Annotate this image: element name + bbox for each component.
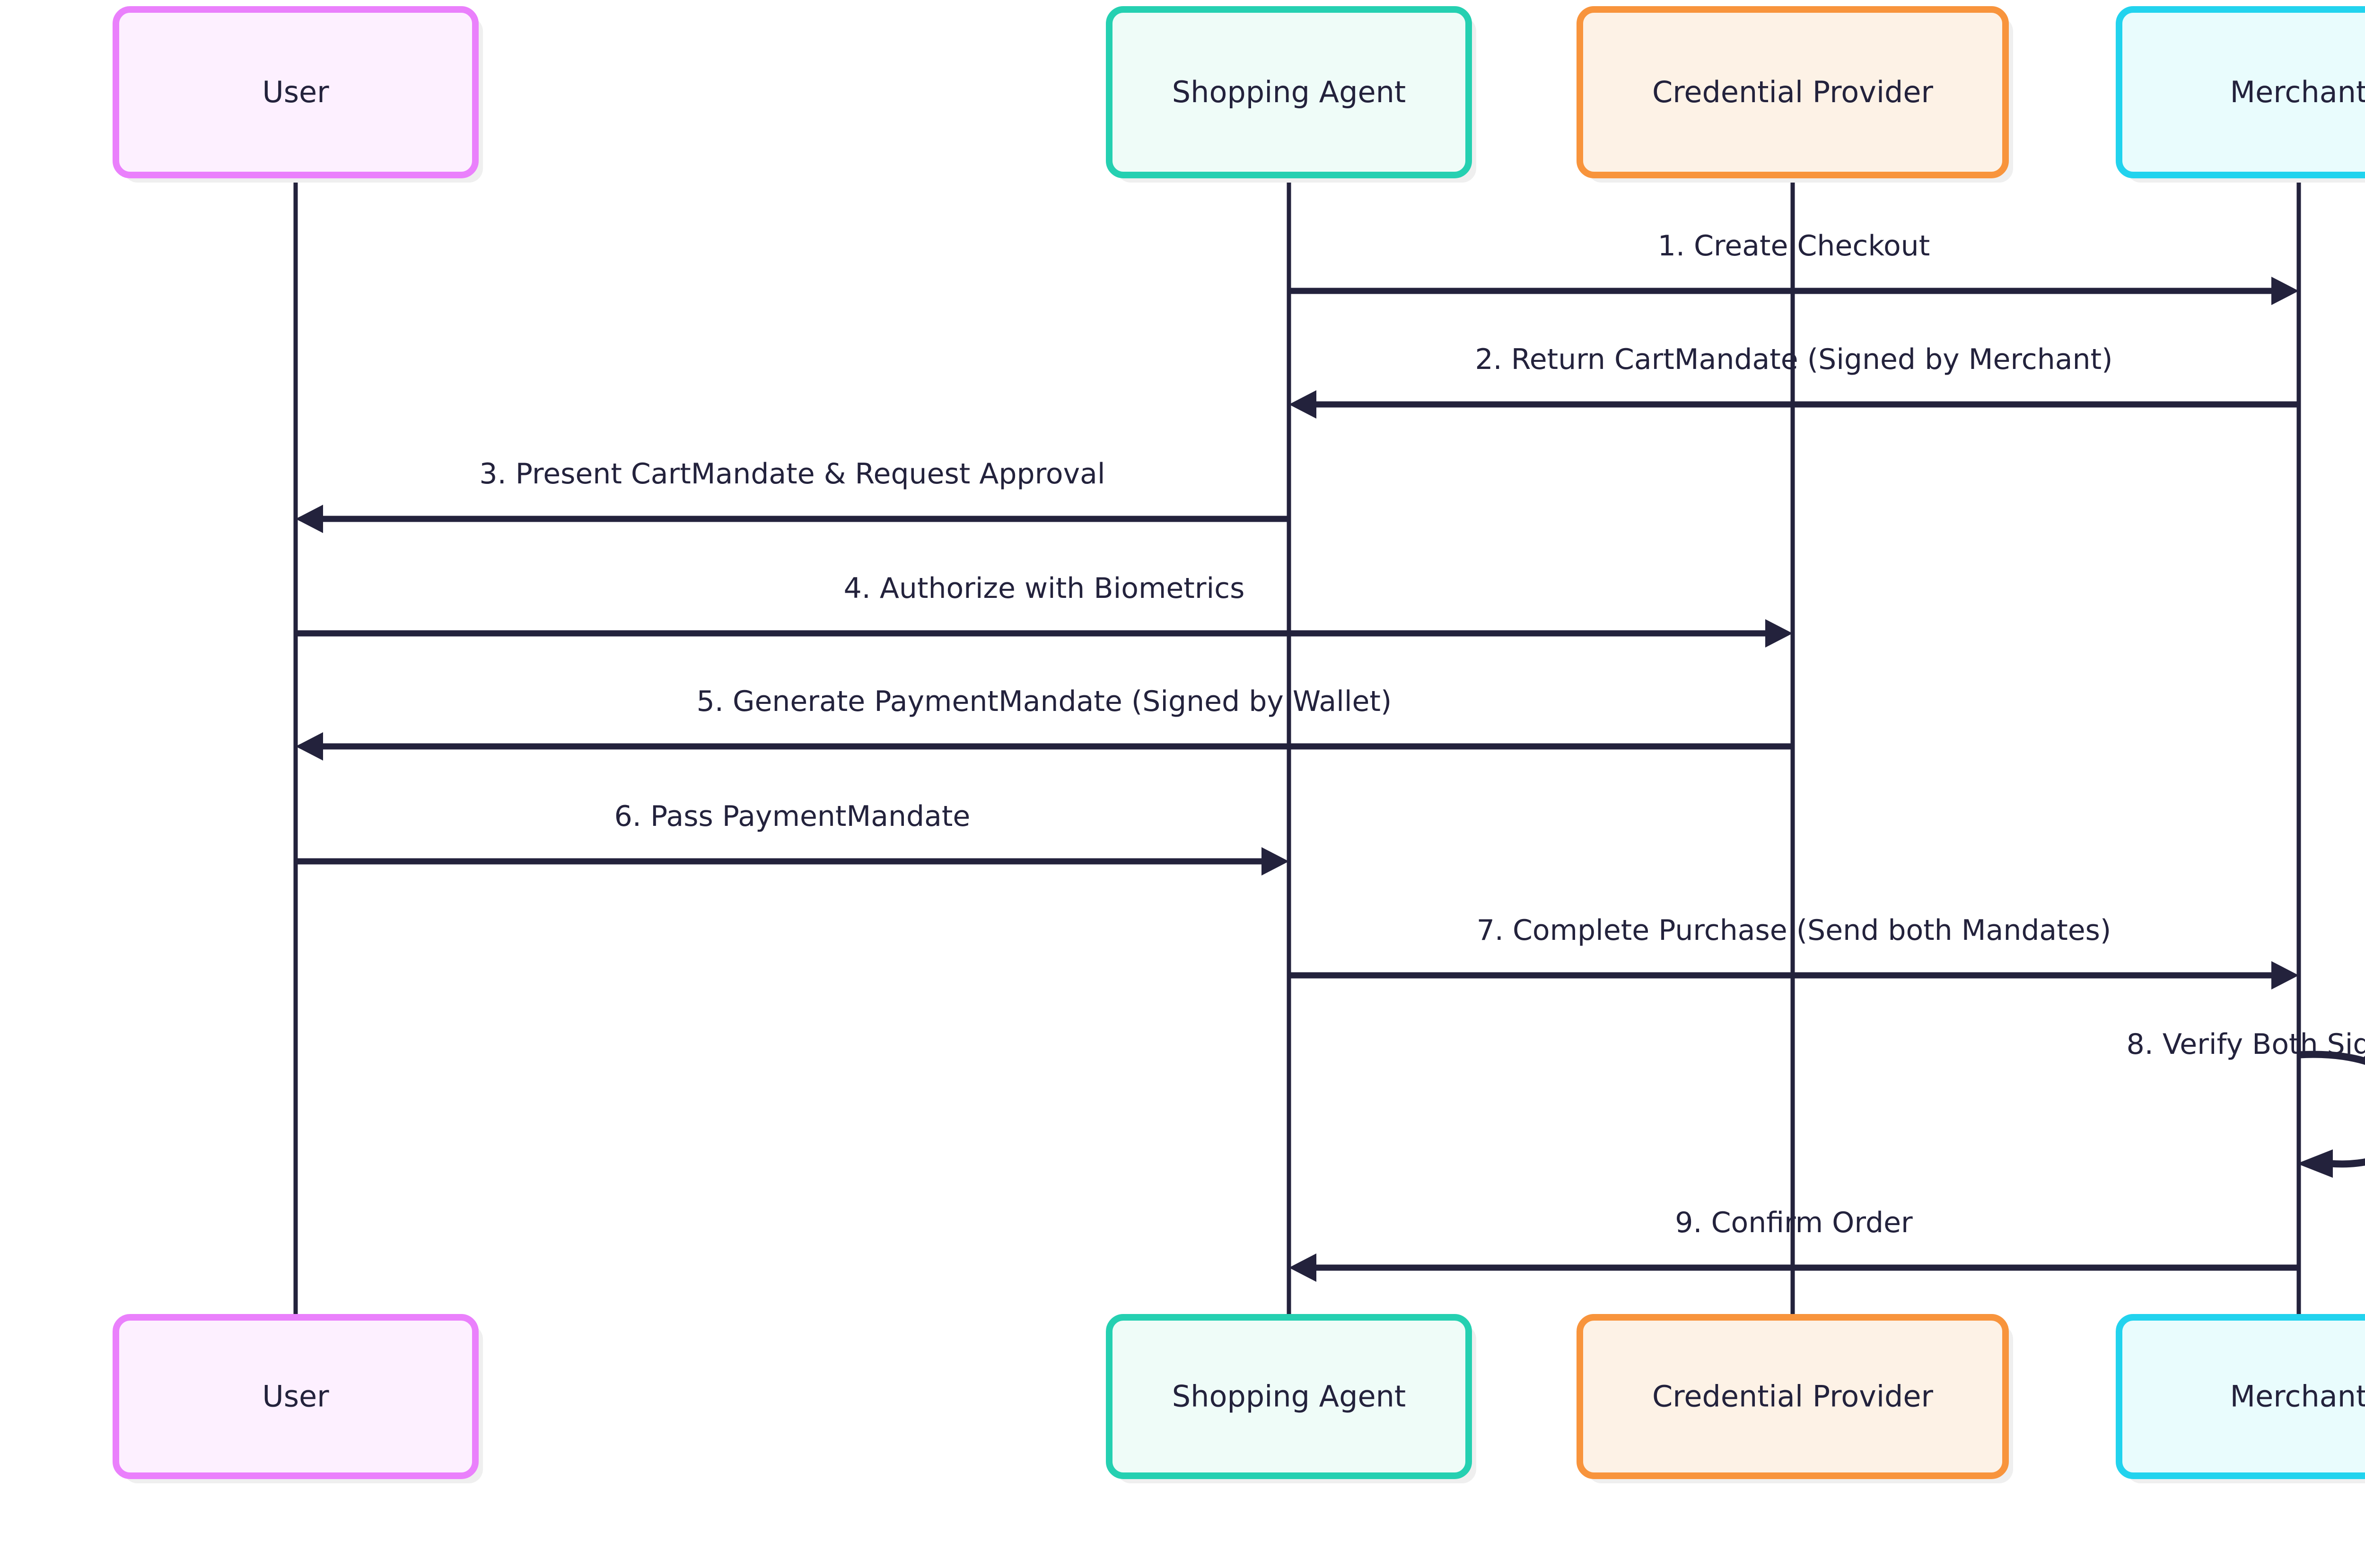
bottom-actor-boxes-layer: User Shopping Agent Credential Provider Mer…	[113, 1314, 2365, 1483]
arrow-head	[296, 505, 323, 533]
message-8[interactable]: 8. Verify Both Signatures	[2127, 1028, 2365, 1178]
message-label: 9. Confirm Order	[1675, 1206, 1913, 1239]
actor-label-credential_provider: Credential Provider	[1652, 1379, 1934, 1414]
actor-box-rect	[1106, 1314, 1472, 1479]
actor-label-shopping_agent: Shopping Agent	[1172, 1379, 1406, 1414]
messages-layer: 1. Create Checkout 2. Return CartMandate …	[296, 229, 2365, 1282]
actor-box-rect	[1106, 6, 1472, 178]
message-1[interactable]: 1. Create Checkout	[1289, 229, 2299, 305]
actor-label-shopping_agent: Shopping Agent	[1172, 75, 1406, 109]
actor-label-merchant: Merchant	[2230, 1379, 2365, 1414]
message-label: 8. Verify Both Signatures	[2127, 1028, 2365, 1061]
message-label: 6. Pass PaymentMandate	[614, 800, 971, 833]
message-3[interactable]: 3. Present CartMandate & Request Approva…	[296, 457, 1289, 533]
actor-box-bottom-merchant[interactable]: Merchant	[2116, 1314, 2365, 1483]
actor-box-rect	[113, 1314, 479, 1479]
actor-box-rect	[2116, 6, 2365, 178]
actor-label-user: User	[262, 75, 329, 109]
actor-box-top-merchant[interactable]: Merchant	[2116, 6, 2365, 183]
actor-box-rect	[1577, 1314, 2009, 1479]
actor-box-top-user[interactable]: User	[113, 6, 483, 183]
arrow-head	[1261, 847, 1289, 876]
actor-box-top-credential_provider[interactable]: Credential Provider	[1577, 6, 2013, 183]
arrow-head	[1289, 390, 1316, 419]
actor-box-rect	[113, 6, 479, 178]
message-2[interactable]: 2. Return CartMandate (Signed by Merchan…	[1289, 343, 2299, 419]
arrow-head	[2297, 1149, 2333, 1178]
message-7[interactable]: 7. Complete Purchase (Send both Mandates…	[1289, 914, 2299, 990]
message-6[interactable]: 6. Pass PaymentMandate	[296, 800, 1289, 876]
message-label: 1. Create Checkout	[1658, 229, 1930, 263]
arrow-head	[1765, 619, 1793, 648]
self-loop-arc	[2298, 1051, 2365, 1168]
message-label: 3. Present CartMandate & Request Approva…	[479, 457, 1105, 491]
message-4[interactable]: 4. Authorize with Biometrics	[296, 572, 1793, 648]
message-label: 5. Generate PaymentMandate (Signed by Wa…	[697, 685, 1392, 718]
actor-box-top-shopping_agent[interactable]: Shopping Agent	[1106, 6, 1476, 183]
actor-label-user: User	[262, 1379, 329, 1414]
message-label: 7. Complete Purchase (Send both Mandates…	[1477, 914, 2111, 947]
message-9[interactable]: 9. Confirm Order	[1289, 1206, 2299, 1282]
actor-box-rect	[2116, 1314, 2365, 1479]
arrow-head	[1289, 1253, 1316, 1282]
actor-label-merchant: Merchant	[2230, 75, 2365, 109]
actor-label-credential_provider: Credential Provider	[1652, 75, 1934, 109]
message-label: 4. Authorize with Biometrics	[844, 572, 1245, 605]
message-5[interactable]: 5. Generate PaymentMandate (Signed by Wa…	[296, 685, 1793, 761]
message-label: 2. Return CartMandate (Signed by Merchan…	[1475, 343, 2112, 376]
arrow-head	[2271, 961, 2299, 990]
arrow-head	[296, 732, 323, 761]
actor-box-rect	[1577, 6, 2009, 178]
top-actor-boxes-layer: User Shopping Agent Credential Provider Mer…	[113, 6, 2365, 183]
actor-box-bottom-credential_provider[interactable]: Credential Provider	[1577, 1314, 2013, 1483]
actor-box-bottom-shopping_agent[interactable]: Shopping Agent	[1106, 1314, 1476, 1483]
arrow-head	[2271, 277, 2299, 305]
actor-box-bottom-user[interactable]: User	[113, 1314, 483, 1483]
